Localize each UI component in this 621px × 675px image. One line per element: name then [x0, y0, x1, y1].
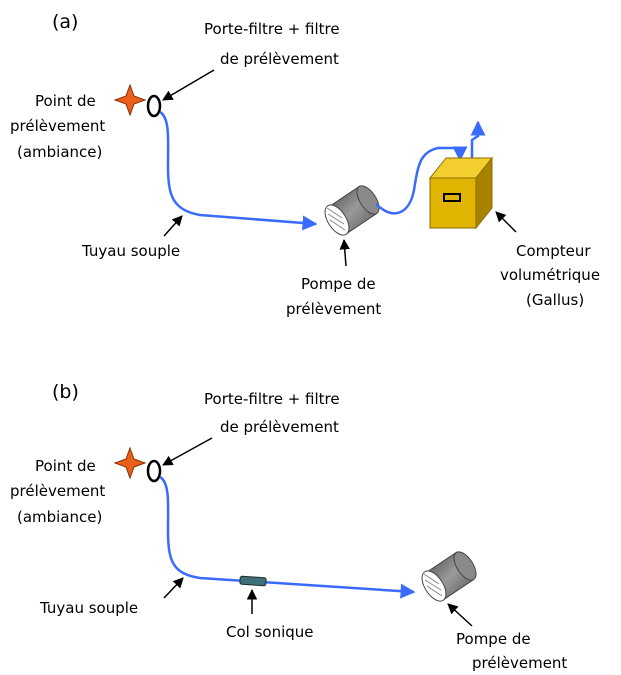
pump-b-label-line1: Pompe de — [456, 630, 531, 648]
pump-b-label-line2: prélèvement — [472, 654, 567, 672]
filter-holder-arrow — [162, 69, 215, 101]
hose-b-arrow — [163, 577, 184, 599]
panel-b: (b) Porte-filtre + filtre de prélèvement… — [10, 381, 567, 672]
sampling-point-label-line3: (ambiance) — [17, 143, 102, 161]
meter-arrow — [495, 211, 517, 233]
sampling-point-b-label-line1: Point de — [35, 457, 96, 475]
panel-b-label: (b) — [52, 381, 79, 403]
hose-a — [159, 110, 318, 231]
hose-arrow — [163, 215, 183, 237]
sampling-point-b-label-line3: (ambiance) — [17, 508, 102, 526]
sampling-point-b-label-line2: prélèvement — [10, 482, 105, 500]
sampling-point-star-icon — [113, 83, 147, 117]
filter-holder-b-label-line1: Porte-filtre + filtre — [204, 390, 340, 408]
filter-holder-label-line1: Porte-filtre + filtre — [204, 20, 340, 38]
sonic-neck-label: Col sonique — [226, 623, 314, 641]
meter-label-line1: Compteur — [516, 242, 591, 260]
meter-label-line3: (Gallus) — [526, 291, 584, 309]
meter-label-line2: volumétrique — [500, 266, 600, 284]
filter-holder-b-icon — [146, 459, 162, 483]
sonic-neck-icon — [239, 575, 267, 587]
hose-b-label: Tuyau souple — [39, 599, 138, 617]
hose-b — [159, 475, 416, 599]
pump-b-arrow — [447, 603, 473, 627]
pump-a-icon — [324, 185, 380, 236]
pump-a-arrow — [339, 238, 350, 267]
sampling-point-label-line2: prélèvement — [10, 117, 105, 135]
panel-a-label: (a) — [52, 11, 78, 33]
filter-holder-icon — [146, 94, 162, 118]
pump-b-icon — [421, 551, 477, 602]
meter-exhaust-arrow — [470, 120, 486, 160]
filter-holder-b-label-line2: de prélèvement — [220, 418, 339, 436]
filter-holder-label-line2: de prélèvement — [220, 50, 339, 68]
gas-meter-icon — [428, 156, 494, 230]
hose-pump-to-meter — [375, 146, 468, 215]
pump-a-label-line1: Pompe de — [301, 275, 376, 293]
pump-a-label-line2: prélèvement — [286, 300, 381, 318]
panel-a: (a) Porte-filtre + filtre de prélèvement… — [10, 11, 600, 318]
filter-holder-b-arrow — [162, 437, 213, 466]
sampling-point-b-star-icon — [113, 446, 147, 480]
hose-label: Tuyau souple — [81, 242, 180, 260]
sampling-point-label-line1: Point de — [35, 92, 96, 110]
